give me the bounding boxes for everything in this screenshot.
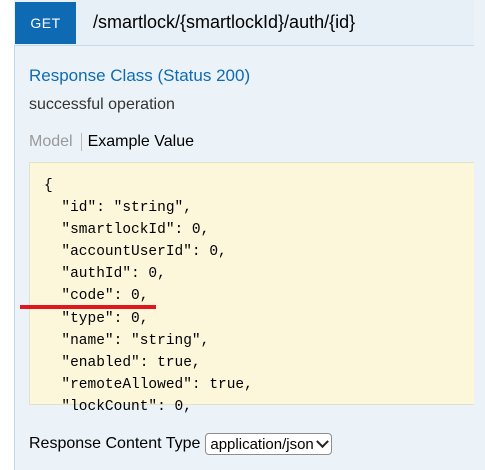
content-type-select[interactable]: application/json xyxy=(205,433,332,455)
example-json-line: "accountUserId": 0, xyxy=(44,244,227,261)
tab-model[interactable]: Model xyxy=(29,133,82,151)
response-description: successful operation xyxy=(29,96,175,113)
example-json-line: "authId": 0, xyxy=(44,266,166,283)
example-json-line: "id": "string", xyxy=(44,200,192,217)
example-json-line: "name": "string", xyxy=(44,332,210,349)
example-json-line: { xyxy=(44,178,53,194)
example-json: { "id": "string", "smartlockId": 0, "acc… xyxy=(30,163,474,418)
endpoint-path[interactable]: /smartlock/{smartlockId}/auth/{id} xyxy=(93,12,356,32)
tab-example-value[interactable]: Example Value xyxy=(87,133,195,150)
response-content-type: Response Content Type application/json xyxy=(29,433,332,455)
content-type-value: application/json xyxy=(210,435,314,453)
example-json-line: "enabled": true, xyxy=(44,354,201,371)
example-json-line: "lockCount": 0, xyxy=(44,398,192,415)
example-json-line: "code": 0, xyxy=(44,288,149,305)
model-tabs: Model Example Value xyxy=(29,133,202,151)
operation-header[interactable]: GET /smartlock/{smartlockId}/auth/{id} xyxy=(14,0,474,46)
http-method-badge[interactable]: GET xyxy=(15,1,76,44)
chevron-down-icon xyxy=(315,434,329,448)
example-json-line: "smartlockId": 0, xyxy=(44,222,210,239)
example-value-box[interactable]: { "id": "string", "smartlockId": 0, "acc… xyxy=(29,162,474,415)
example-json-line: "remoteAllowed": true, xyxy=(44,376,253,393)
example-json-line: "type": 0, xyxy=(44,310,149,327)
content-type-label: Response Content Type xyxy=(29,435,201,452)
response-class-heading: Response Class (Status 200) xyxy=(29,66,251,85)
annotation-underline xyxy=(20,305,156,309)
